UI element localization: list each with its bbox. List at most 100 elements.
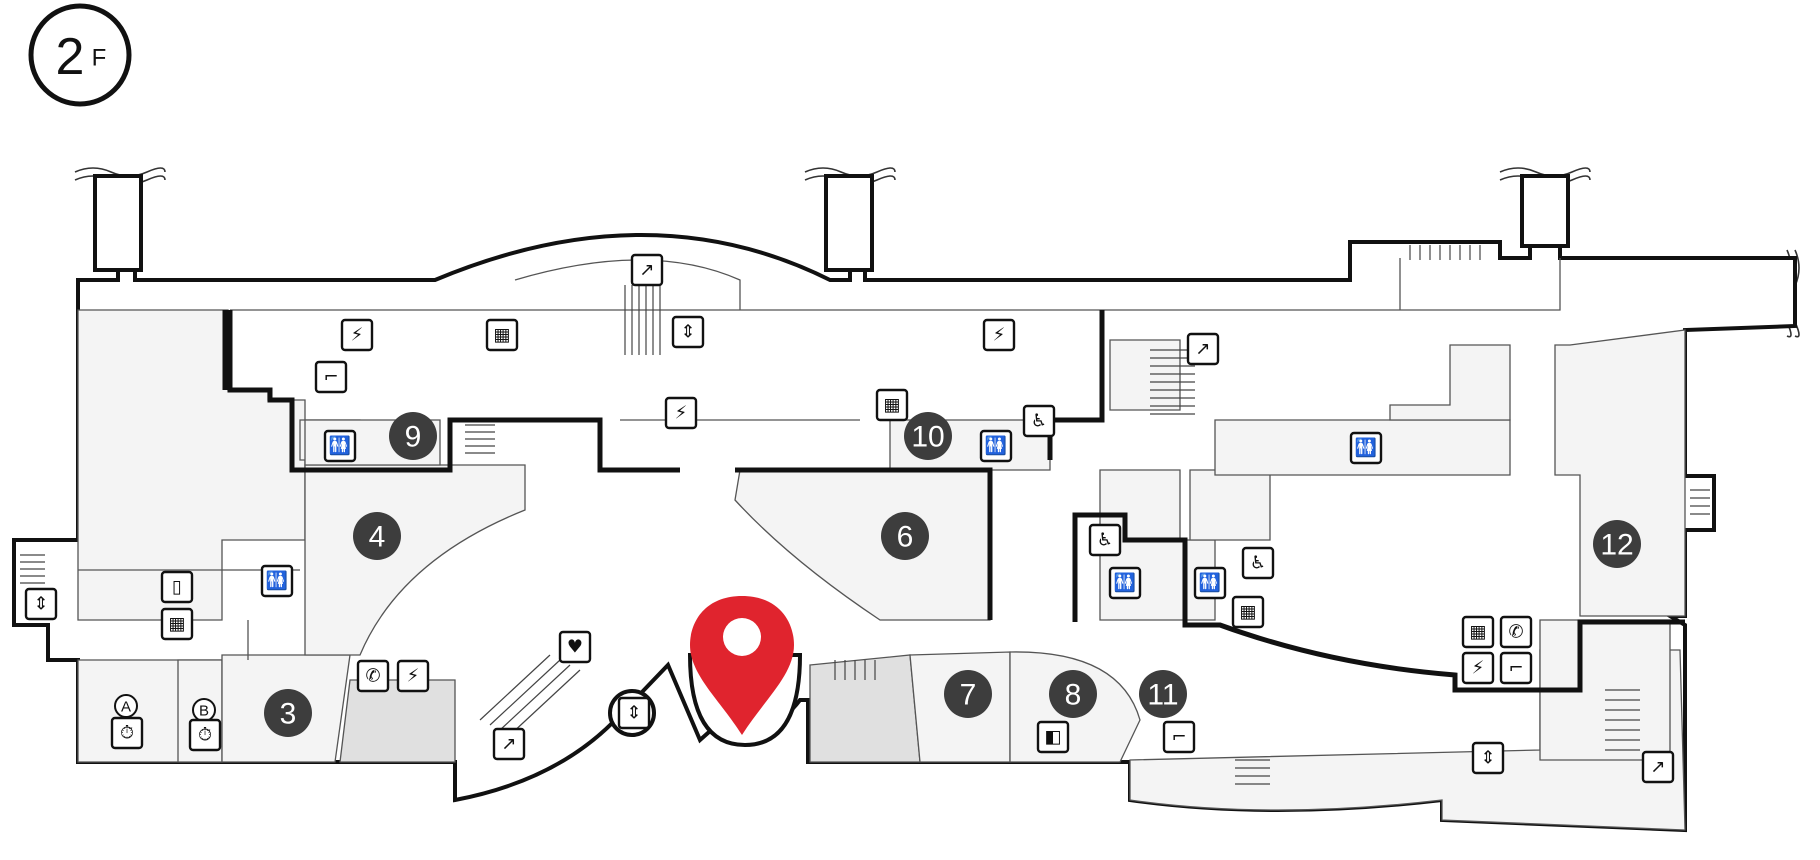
svg-text:🚻: 🚻 [1355, 437, 1377, 459]
stair-south-mid [834, 660, 876, 680]
shop-number: 12 [1600, 529, 1633, 562]
locker-badges: A B [114, 694, 216, 722]
shop-badge-7[interactable]: 7 [944, 670, 992, 718]
accessible-icon[interactable]: ♿ [1241, 546, 1275, 580]
svg-text:⌐: ⌐ [1508, 658, 1523, 679]
smoking-icon[interactable]: ⌐ [1162, 720, 1196, 754]
phone-icon[interactable]: ✆ [356, 659, 390, 693]
svg-text:▦: ▦ [1469, 622, 1486, 643]
shop-number: 3 [280, 698, 297, 731]
aed-icon[interactable]: ♥ [558, 630, 592, 664]
svg-text:▦: ▦ [883, 395, 900, 416]
shop-bag-icon[interactable]: ◧ [1036, 720, 1070, 754]
atm-icon[interactable]: ▦ [485, 318, 519, 352]
svg-text:▦: ▦ [493, 325, 510, 346]
restroom-icon[interactable]: 🚻 [1193, 566, 1227, 600]
svg-text:⚡: ⚡ [351, 325, 364, 346]
charging-icon[interactable]: ⚡ [1461, 651, 1495, 685]
shop-badge-11[interactable]: 11 [1139, 670, 1187, 718]
svg-text:◧: ◧ [1044, 727, 1061, 748]
current-location-pin[interactable] [690, 596, 794, 735]
svg-text:⇕: ⇕ [33, 594, 48, 615]
stair-top-center [624, 285, 661, 355]
svg-text:↗: ↗ [1195, 339, 1210, 360]
charging-icon[interactable]: ⚡ [664, 396, 698, 430]
facility-icons: ↗ ⇕ ⚡ ▦ ⚡ ⌐ ⚡ ▦ ♿ 🚻 🚻 ↗ 🚻 🚻 ▯ ▦ ⇕ ✆ ⚡ ♥ … [24, 253, 1675, 784]
accessible-icon[interactable]: ♿ [1022, 404, 1056, 438]
smoking-icon[interactable]: ⌐ [1499, 651, 1533, 685]
svg-text:↗: ↗ [1650, 757, 1665, 778]
locker-icon[interactable]: ⏱ [110, 716, 144, 750]
svg-text:⇕: ⇕ [1480, 748, 1495, 769]
restroom-icon[interactable]: 🚻 [260, 564, 294, 598]
svg-text:🚻: 🚻 [1114, 572, 1136, 594]
atm-icon[interactable]: ▦ [1231, 595, 1265, 629]
svg-text:⚡: ⚡ [675, 403, 688, 424]
floor-suffix: F [92, 45, 107, 72]
shop-badge-9[interactable]: 9 [389, 412, 437, 460]
escalator-icon[interactable]: ↗ [1186, 332, 1220, 366]
restroom-icon[interactable]: 🚻 [1108, 566, 1142, 600]
shop-number: 9 [405, 421, 422, 454]
svg-text:♿: ♿ [1250, 553, 1266, 574]
svg-text:⏱: ⏱ [198, 725, 212, 746]
shop-number: 4 [369, 521, 386, 554]
shop-number: 6 [897, 521, 914, 554]
svg-text:↗: ↗ [639, 260, 654, 281]
svg-text:⌐: ⌐ [1171, 727, 1186, 748]
restroom-icon[interactable]: 🚻 [979, 429, 1013, 463]
svg-text:♿: ♿ [1031, 411, 1047, 432]
restroom-icon[interactable]: 🚻 [1349, 431, 1383, 465]
svg-text:▦: ▦ [1239, 602, 1256, 623]
elevator-icon[interactable]: ⇕ [1471, 741, 1505, 775]
shop-number: 10 [911, 421, 944, 454]
svg-text:▯: ▯ [172, 577, 182, 598]
pillars [93, 174, 1570, 272]
stairs [20, 245, 1710, 785]
elevator-icon[interactable]: ⇕ [671, 315, 705, 349]
elevator-icon[interactable]: ⇕ [617, 696, 651, 730]
atm-icon[interactable]: ▦ [875, 388, 909, 422]
shop-badge-8[interactable]: 8 [1049, 670, 1097, 718]
shop-badges: 3 4 6 7 8 9 10 11 12 [264, 412, 1641, 737]
atm-icon[interactable]: ▦ [1461, 615, 1495, 649]
floor-label: 2 F [28, 3, 132, 107]
water-icon[interactable]: ▯ [160, 570, 194, 604]
shop-badge-3[interactable]: 3 [264, 689, 312, 737]
restroom-icon[interactable]: 🚻 [323, 429, 357, 463]
atm-icon[interactable]: ▦ [160, 607, 194, 641]
locker-badge-b: B [192, 698, 216, 722]
escalator-icon[interactable]: ↗ [492, 727, 526, 761]
escalator-icon[interactable]: ↗ [1641, 750, 1675, 784]
stair-southwest-escalator [479, 654, 581, 736]
stair-far-east [1605, 689, 1640, 751]
locker-icon[interactable]: ⏱ [188, 718, 222, 752]
svg-text:✆: ✆ [365, 666, 380, 687]
charging-icon[interactable]: ⚡ [982, 318, 1016, 352]
svg-text:▦: ▦ [168, 614, 185, 635]
phone-icon[interactable]: ✆ [1499, 615, 1533, 649]
interior-walls [222, 310, 1685, 693]
locker-badge-a: A [114, 694, 138, 718]
svg-text:✆: ✆ [1508, 622, 1523, 643]
stair-south-east [1235, 759, 1270, 785]
svg-text:⚡: ⚡ [407, 666, 420, 687]
escalator-icon[interactable]: ↗ [630, 253, 664, 287]
locker-letter: B [199, 703, 209, 720]
svg-text:⌐: ⌐ [323, 367, 338, 388]
svg-text:🚻: 🚻 [985, 435, 1007, 457]
shop-number: 8 [1065, 679, 1082, 712]
charging-icon[interactable]: ⚡ [340, 318, 374, 352]
stair-east [1150, 349, 1195, 415]
shop-badge-12[interactable]: 12 [1593, 520, 1641, 568]
elevator-icon[interactable]: ⇕ [24, 587, 58, 621]
shop-badge-6[interactable]: 6 [881, 512, 929, 560]
accessible-icon[interactable]: ♿ [1088, 523, 1122, 557]
svg-text:⇕: ⇕ [680, 322, 695, 343]
shop-badge-10[interactable]: 10 [904, 412, 952, 460]
svg-text:⇕: ⇕ [626, 703, 641, 724]
svg-text:⚡: ⚡ [1472, 658, 1485, 679]
smoking-icon[interactable]: ⌐ [314, 360, 348, 394]
shop-badge-4[interactable]: 4 [353, 512, 401, 560]
charging-icon[interactable]: ⚡ [396, 659, 430, 693]
